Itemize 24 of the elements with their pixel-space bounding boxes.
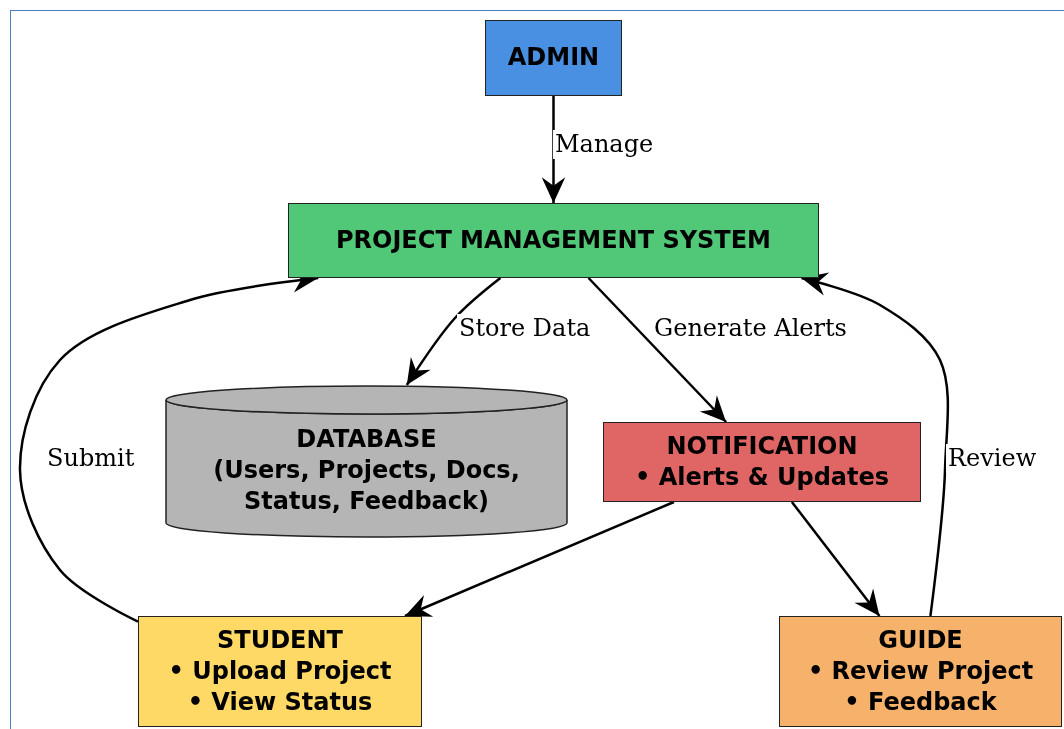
arrow: [541, 96, 566, 203]
arrow: [404, 500, 675, 618]
arrow: [790, 501, 881, 617]
edge-label: Review: [946, 444, 1039, 473]
node-title: STUDENT: [217, 624, 343, 656]
arrow: [587, 277, 727, 423]
node-text: • Review Project: [807, 655, 1034, 687]
arrow: [405, 277, 502, 386]
node-text: • View Status: [187, 687, 373, 719]
node-title: NOTIFICATION: [666, 430, 858, 462]
node-text: • Alerts & Updates: [634, 462, 890, 493]
node-text: • Upload Project: [168, 655, 392, 687]
node-title: GUIDE: [878, 624, 963, 656]
process-box: [288, 203, 819, 278]
node-title: DATABASE: [296, 423, 437, 455]
node-text: • Feedback: [844, 687, 997, 719]
arrow: [801, 272, 950, 617]
node-title: PROJECT MANAGEMENT SYSTEM: [335, 224, 771, 256]
process-box: [779, 616, 1062, 727]
process-box: [603, 422, 921, 502]
process-box: [485, 20, 622, 96]
process-box: [138, 616, 422, 727]
node-text: (Users, Projects, Docs, Status, Feedback): [212, 454, 521, 518]
node-title: ADMIN: [507, 42, 600, 74]
